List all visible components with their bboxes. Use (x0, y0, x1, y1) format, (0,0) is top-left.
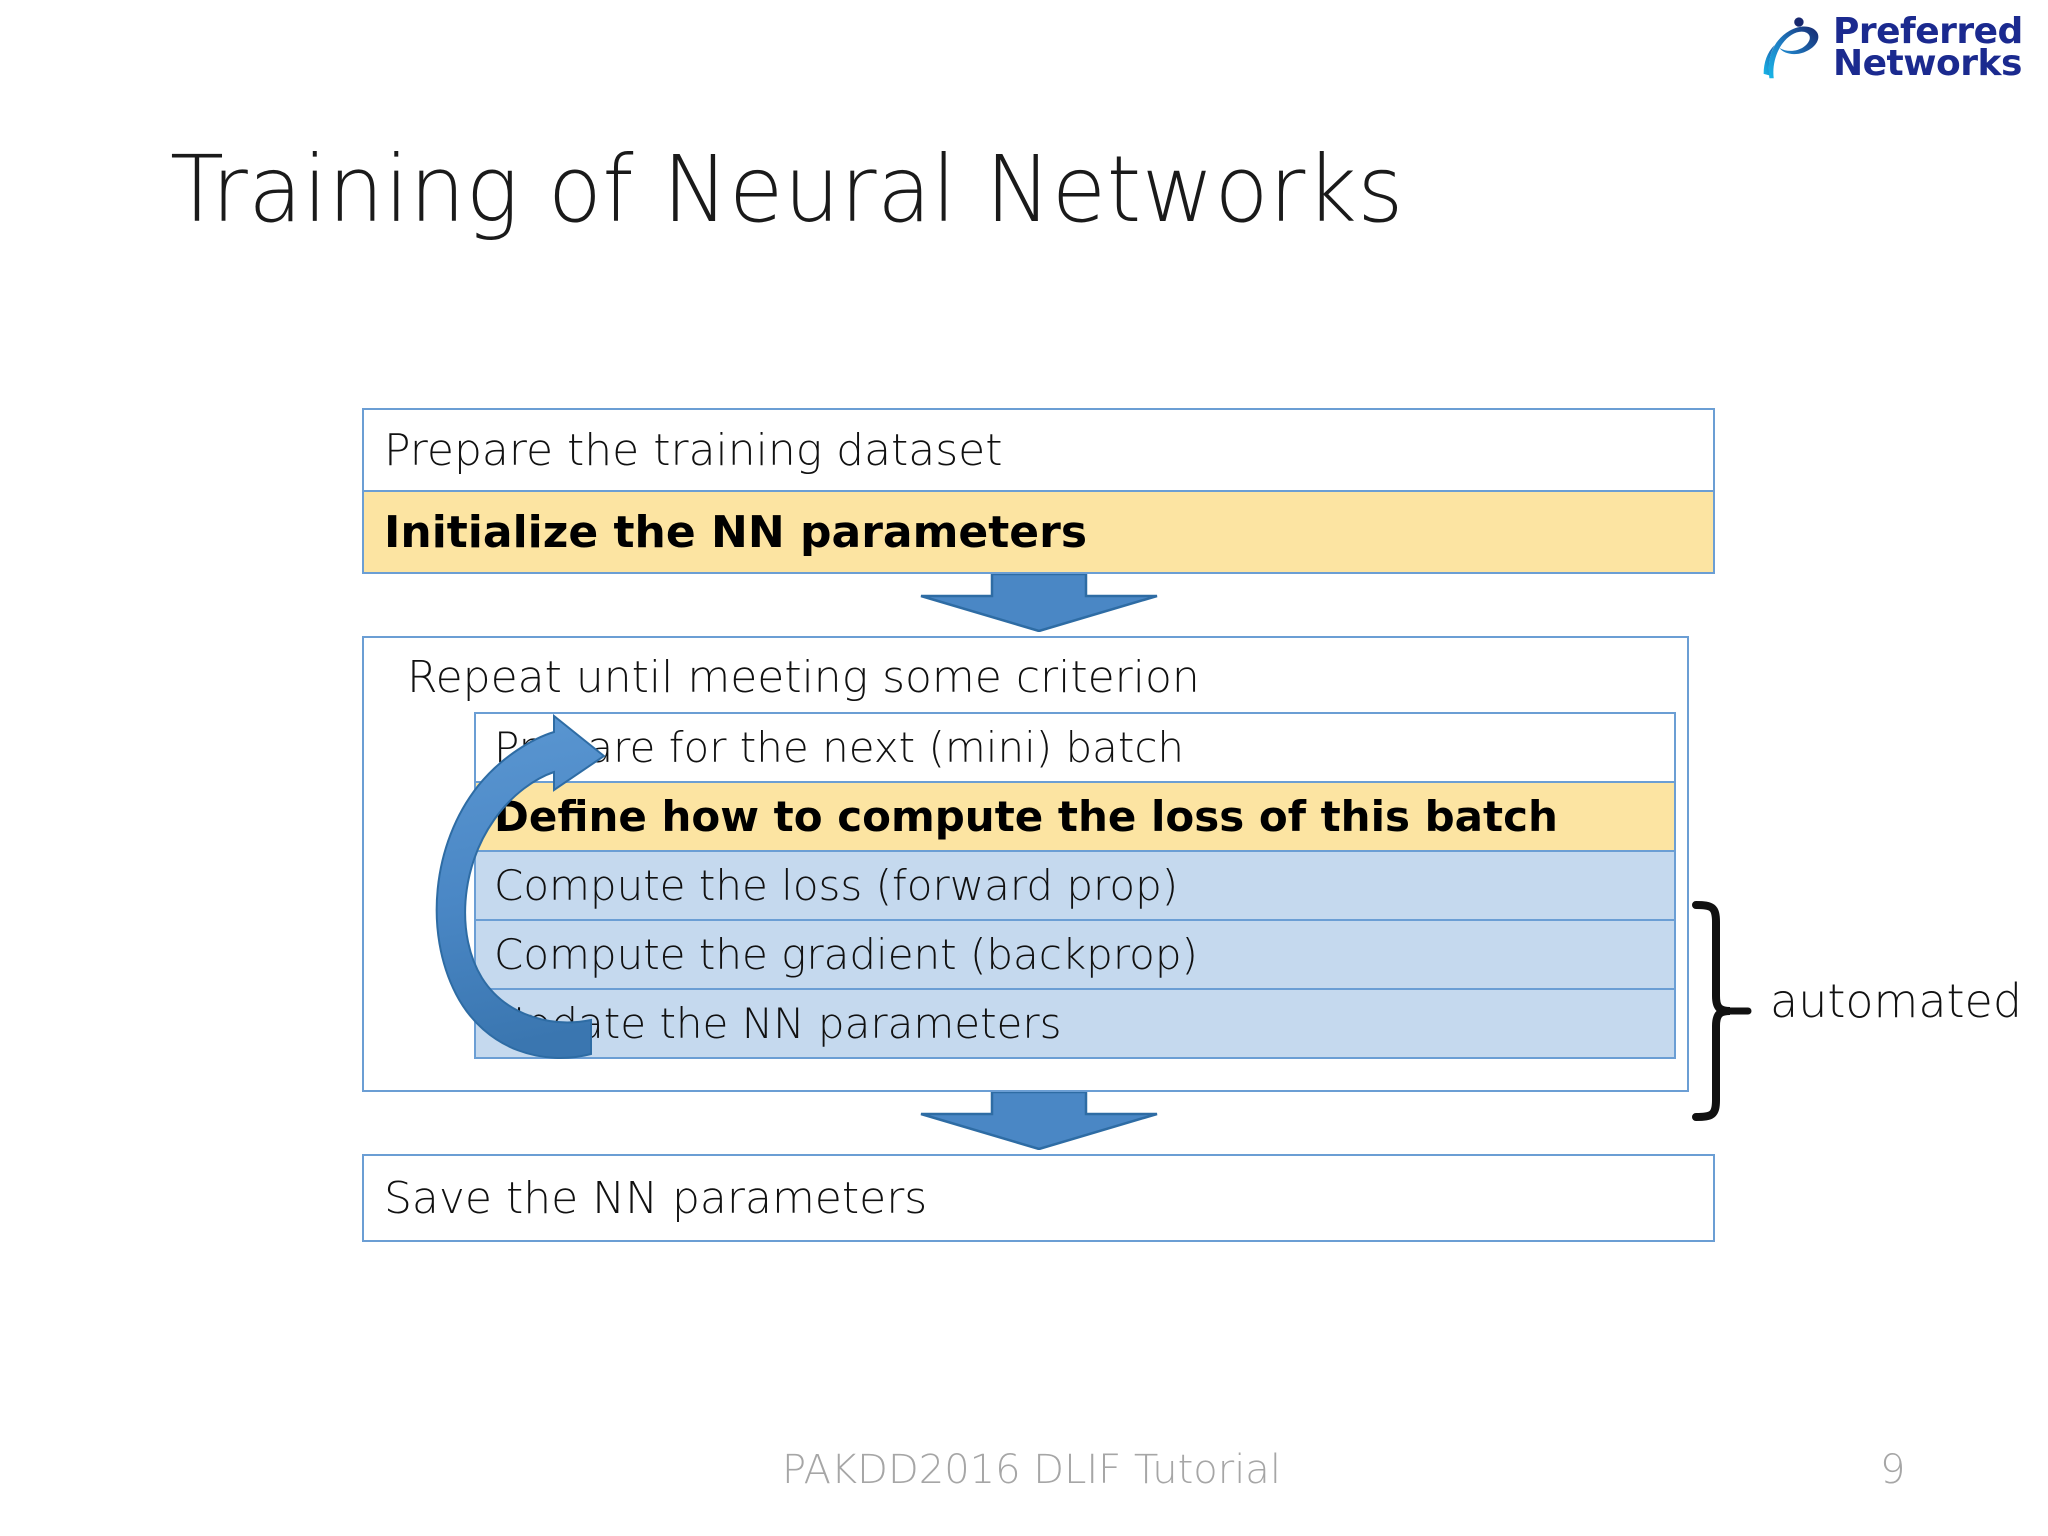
step-compute-loss-label: Compute the loss (forward prop) (494, 861, 1179, 910)
step-save-parameters: Save the NN parameters (362, 1154, 1715, 1242)
step-compute-gradient: Compute the gradient (backprop) (474, 919, 1676, 990)
brand-logo: Preferred Networks (1755, 8, 2045, 88)
step-save-parameters-label: Save the NN parameters (384, 1172, 928, 1224)
automated-annotation: automated (1690, 898, 2048, 1124)
repeat-loop-container: Repeat until meeting some criterion Prep… (362, 636, 1689, 1092)
page-title: Training of Neural Networks (170, 136, 1404, 243)
training-flow-diagram: Prepare the training dataset Initialize … (362, 408, 1715, 1242)
step-prepare-dataset: Prepare the training dataset (362, 408, 1715, 492)
arrow-slot-top (362, 574, 1715, 636)
step-initialize-parameters: Initialize the NN parameters (362, 490, 1715, 574)
repeat-loop-label: Repeat until meeting some criterion (407, 652, 1200, 703)
right-curly-brace-icon (1692, 901, 1752, 1121)
step-compute-gradient-label: Compute the gradient (backprop) (494, 930, 1198, 979)
automated-label: automated (1770, 974, 2023, 1028)
down-arrow-icon (920, 1092, 1157, 1150)
step-compute-loss: Compute the loss (forward prop) (474, 850, 1676, 921)
footer-page-number: 9 (1880, 1447, 1906, 1493)
step-update-parameters: Update the NN parameters (474, 988, 1676, 1059)
step-define-loss: Define how to compute the loss of this b… (474, 781, 1676, 852)
footer-tutorial-name: PAKDD2016 DLIF Tutorial (782, 1447, 1281, 1493)
step-update-parameters-label: Update the NN parameters (494, 999, 1062, 1048)
step-define-loss-label: Define how to compute the loss of this b… (494, 792, 1558, 841)
brand-name-line1: Preferred (1833, 11, 2023, 53)
step-prepare-batch-label: Prepare for the next (mini) batch (494, 723, 1185, 772)
arrow-slot-bottom (362, 1092, 1715, 1154)
preferred-networks-swoosh-icon (1763, 17, 1819, 79)
step-prepare-batch: Prepare for the next (mini) batch (474, 712, 1676, 783)
step-initialize-parameters-label: Initialize the NN parameters (384, 506, 1088, 558)
down-arrow-icon (920, 574, 1157, 632)
brand-name-line2: Networks (1833, 43, 2022, 84)
loop-step-list: Prepare for the next (mini) batch Define… (435, 712, 1676, 1059)
step-prepare-dataset-label: Prepare the training dataset (384, 424, 1003, 476)
brand-wordmark: Preferred Networks (1833, 11, 2023, 84)
